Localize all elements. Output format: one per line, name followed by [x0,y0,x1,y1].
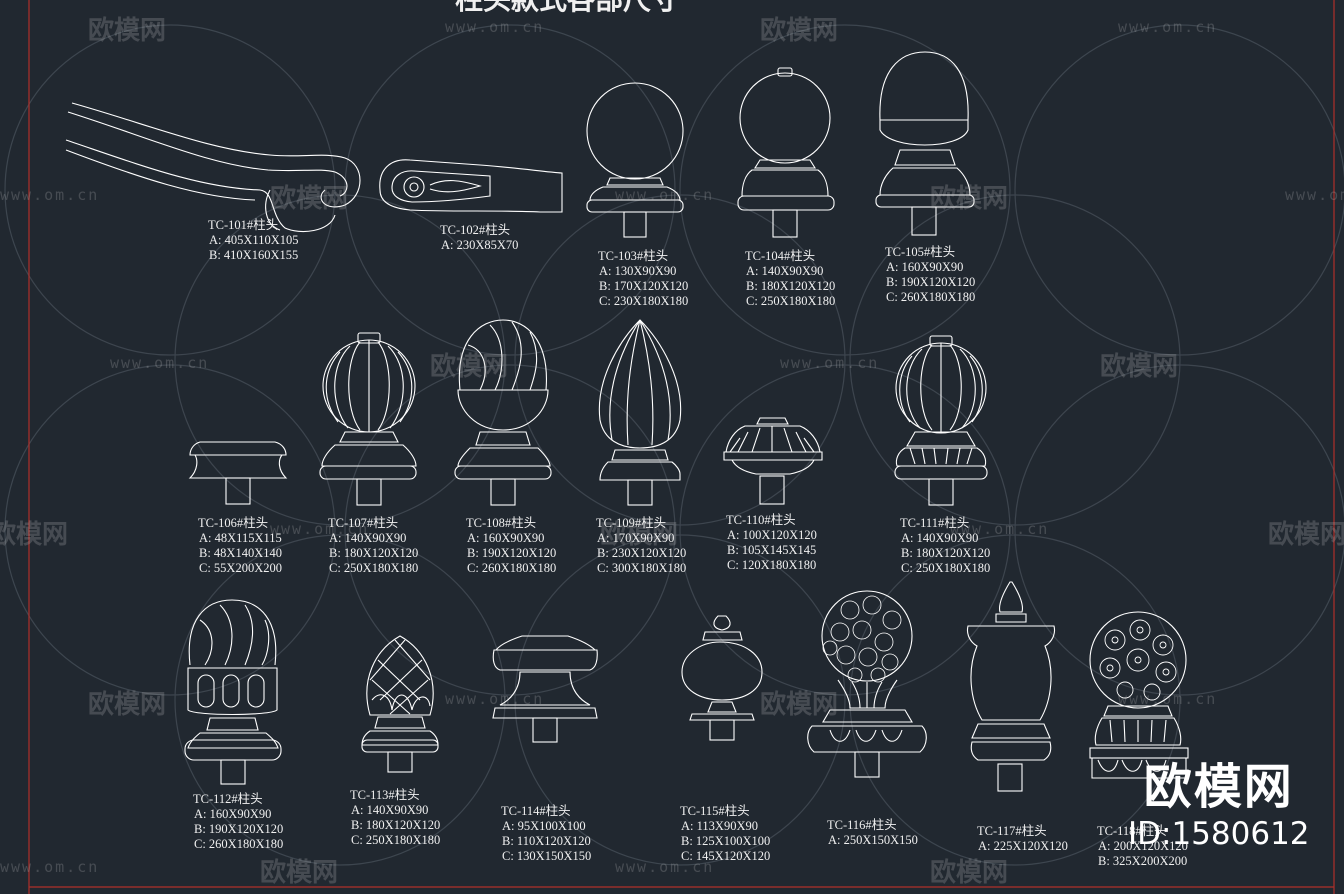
finial-tc111-drawing [894,335,988,506]
finial-tc103-drawing [586,82,684,238]
finial-tc101-drawing [65,102,361,233]
watermark-logo: 欧模网 [260,858,339,888]
finial-tc112-drawing [184,599,282,785]
finial-tc104-drawing [737,67,835,238]
watermark-url: www.om.cn [780,354,880,372]
watermark-url: www.om.cn [445,18,545,36]
watermark-url: www.om.cn [615,186,715,204]
watermark-url: www.om.cn [950,520,1050,538]
watermark-logo: 欧模网 [600,520,679,550]
watermark-logo: 欧模网 [88,690,167,720]
finial-tc106-drawing [188,441,288,505]
finial-tc118-drawing [1089,611,1189,779]
brand-name: 欧模网 [1143,759,1294,815]
brand-id: ID:1580612 [1128,816,1310,852]
finial-tc117-drawing [966,581,1056,792]
watermark-logo: 欧模网 [88,16,167,46]
watermark-logo: 欧模网 [1268,520,1344,550]
watermark-logo: 欧模网 [1100,352,1179,382]
watermark-url: www.om.cn [0,186,100,204]
watermark-logo: 欧模网 [930,858,1009,888]
finial-tc115-drawing [681,615,763,741]
finial-tc102-drawing [379,159,563,213]
finial-tc116-drawing [807,590,927,778]
finial-tc114-drawing [492,635,598,743]
finial-tc113-drawing [361,635,439,773]
watermark-logo: 欧模网 [0,520,69,550]
watermark-url: www.om.cn [615,858,715,876]
watermark-url: www.om.cn [445,690,545,708]
brand-stamp: 欧模网 ID:1580612 [1128,758,1310,852]
watermark-url: www.om.cn [1285,186,1344,204]
watermark-url: www.om.cn [1118,18,1218,36]
finial-tc110-drawing [723,417,823,505]
drawing-title: 柱头款式各部尺寸 [455,0,680,16]
watermark-url: www.om.cn [0,858,100,876]
watermark-logo: 欧模网 [760,690,839,720]
finial-tc109-drawing [598,319,682,506]
watermark-url: www.om.cn [110,354,210,372]
watermark-arcs [4,24,1344,866]
watermark-url: www.om.cn [270,520,370,538]
finial-tc107-drawing [319,332,417,506]
watermark-logo: 欧模网 [760,16,839,46]
finial-tc105-drawing [875,51,975,236]
watermark-logo: 欧模网 [270,184,349,214]
watermark-logo: 欧模网 [930,184,1009,214]
watermark-logo: 欧模网 [430,352,509,382]
watermark-url: www.om.cn [1118,690,1218,708]
finial-tc108-drawing [454,319,552,506]
